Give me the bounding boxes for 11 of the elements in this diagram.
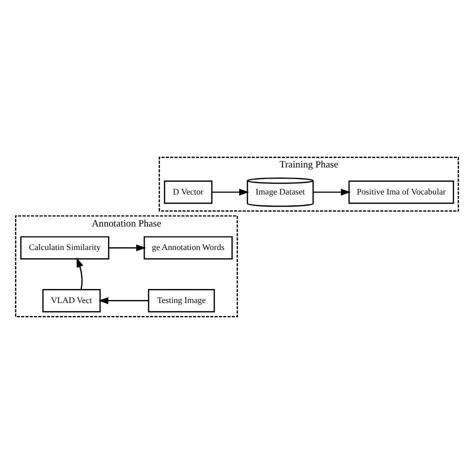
node-box: VLAD Vect — [42, 289, 101, 312]
node-box: Positive Ima of Vocabular — [348, 180, 454, 204]
arrow — [212, 188, 250, 196]
node-box: Testing Image — [148, 289, 215, 312]
arrow — [313, 188, 351, 196]
arrow — [98, 297, 148, 304]
node-box: D Vector — [164, 180, 212, 204]
node-box: Calculatin Similarity — [20, 236, 110, 260]
arrow — [76, 257, 84, 290]
arrow — [108, 244, 146, 252]
node-box: ge Annotation Words — [144, 236, 233, 260]
